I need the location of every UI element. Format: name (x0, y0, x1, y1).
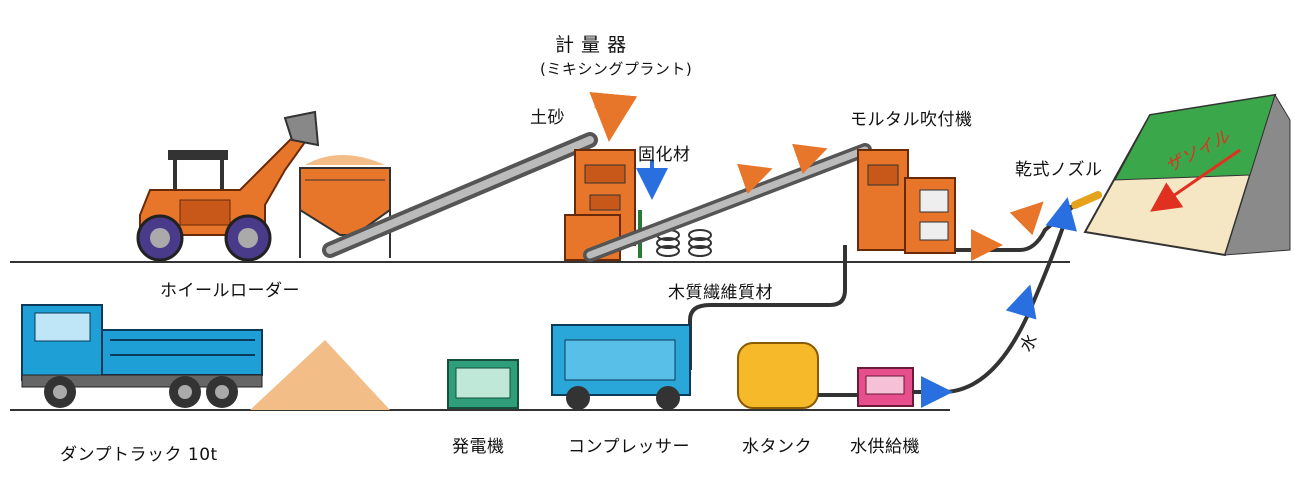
wood-fiber-label: 木質繊維質材 (668, 283, 773, 303)
water-flow-arrow-3 (1045, 197, 1077, 232)
mortar-hose (955, 203, 1077, 252)
soil-label: 土砂 (530, 108, 565, 128)
wheel-loader-icon (136, 110, 320, 262)
mortar-sprayer-icon (857, 149, 956, 254)
meter-title-label: 計 量 器 (555, 34, 627, 56)
water-supply-label: 水供給機 (850, 437, 920, 457)
generator-icon (447, 359, 519, 409)
fiber-bags-icon (656, 229, 712, 257)
dump-truck-icon (21, 304, 263, 408)
generator-label: 発電機 (452, 437, 505, 457)
compressor-label: コンプレッサー (568, 437, 690, 457)
compressor-icon (551, 324, 691, 410)
mixing-plant-icon (564, 149, 642, 261)
soil-arrow-icon (589, 91, 638, 142)
meter-subtitle-label: (ミキシングプラント) (540, 60, 693, 78)
mortar-sprayer-label: モルタル吹付機 (850, 110, 973, 130)
water-flow-arrow-2 (1005, 284, 1037, 320)
hopper-icon (299, 155, 391, 258)
water-tank-icon (737, 342, 819, 409)
sand-pile-icon (250, 340, 390, 410)
wheel-loader-label: ホイールローダー (160, 281, 300, 301)
mortar-flow-arrow-2 (1009, 201, 1044, 236)
water-tank-label: 水タンク (742, 437, 812, 457)
solidifier-label: 固化材 (638, 145, 691, 165)
dry-nozzle-icon (1071, 191, 1102, 209)
conveyor-2-icon (583, 143, 872, 262)
dump-truck-label: ダンプトラック 10t (60, 445, 218, 465)
air-hose (688, 245, 847, 370)
dry-nozzle-label: 乾式ノズル (1015, 160, 1103, 180)
slope-icon (1083, 93, 1291, 257)
conveyor-1-icon (322, 132, 598, 258)
water-supply-pump-icon (857, 367, 914, 407)
